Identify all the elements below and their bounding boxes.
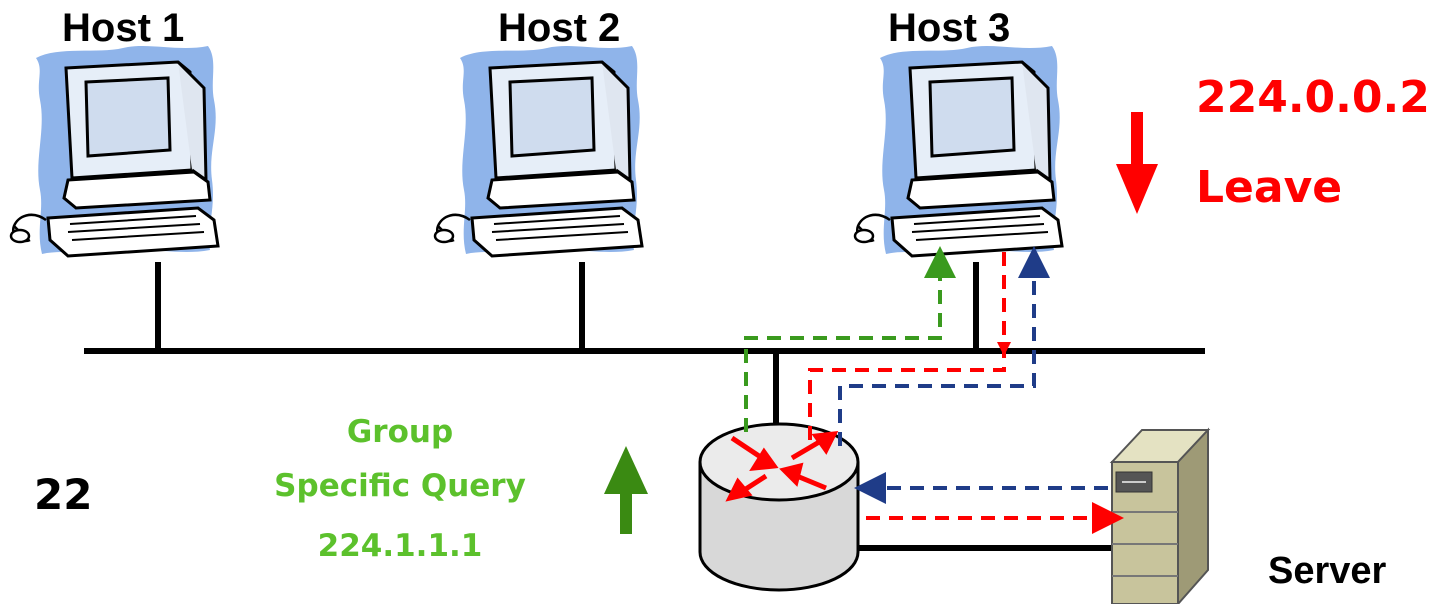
arrow-up-icon: [604, 446, 648, 534]
query-line2: Specific Query: [274, 468, 526, 504]
leave-path-arrow: [997, 342, 1011, 356]
host-1-label: Host 1: [62, 6, 185, 50]
leave-message: Leave: [1196, 162, 1343, 213]
server-icon: [1109, 427, 1211, 604]
query-line1: Group: [346, 414, 454, 450]
host-2-label: Host 2: [498, 6, 621, 50]
leave-group-address: 224.0.0.2: [1196, 72, 1430, 123]
query-group-address: 224.1.1.1: [317, 528, 483, 564]
host-3-label: Host 3: [888, 6, 1011, 50]
arrow-down-icon: [1116, 112, 1158, 214]
host-1-computer-icon: [9, 44, 220, 258]
host-2-computer-icon: [433, 44, 644, 258]
router-icon: [698, 422, 860, 592]
host-3-computer-icon: [853, 44, 1064, 258]
server-label: Server: [1268, 550, 1387, 592]
blue-path: [838, 246, 1050, 446]
query-path: [744, 246, 956, 432]
slide-number: 22: [34, 470, 93, 519]
leave-path: [808, 252, 1006, 440]
lan-bus: [84, 262, 1205, 551]
